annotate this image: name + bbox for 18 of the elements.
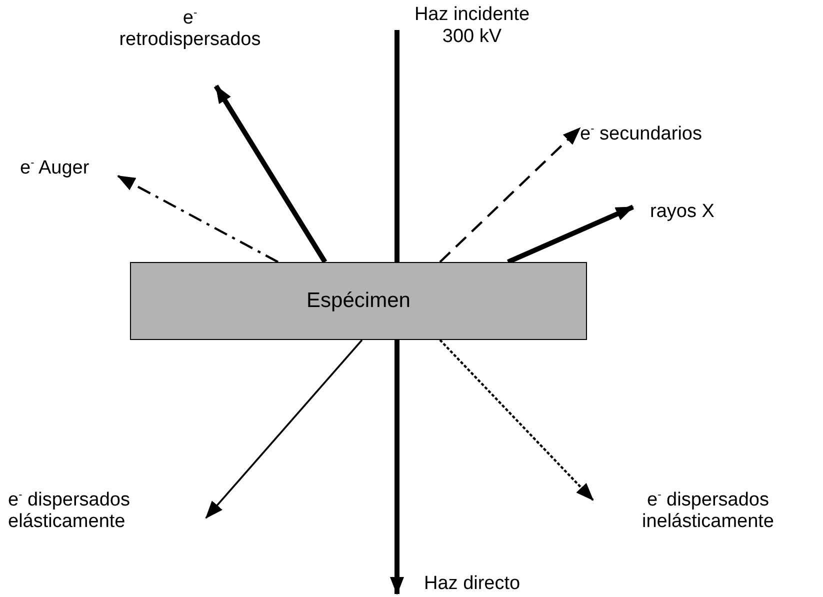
beam-label: e$^{-}$ dispersados elásticamente (8, 484, 158, 534)
arrow (205, 339, 363, 519)
beam-label: e$^{-}$ dispersados inelásticamente (628, 484, 788, 534)
beam-line (394, 30, 400, 262)
arrow (390, 340, 404, 595)
specimen-box (130, 262, 587, 340)
beam-label: Haz directo (424, 573, 554, 595)
beam-label: Haz incidente 300 kV (412, 4, 532, 48)
arrow (507, 204, 634, 264)
arrow (439, 339, 594, 501)
beam-label: e$^{-}$ secundarios (580, 118, 740, 146)
beam-label: rayos X (650, 201, 750, 223)
arrow (117, 175, 279, 263)
specimen-label: Espécimen (306, 289, 410, 313)
beam-label: e$^{-}$ Auger (20, 152, 130, 180)
arrow (214, 84, 328, 264)
beam-label: e$^{-}$ retrodispersados (110, 2, 270, 52)
arrow (439, 127, 581, 263)
